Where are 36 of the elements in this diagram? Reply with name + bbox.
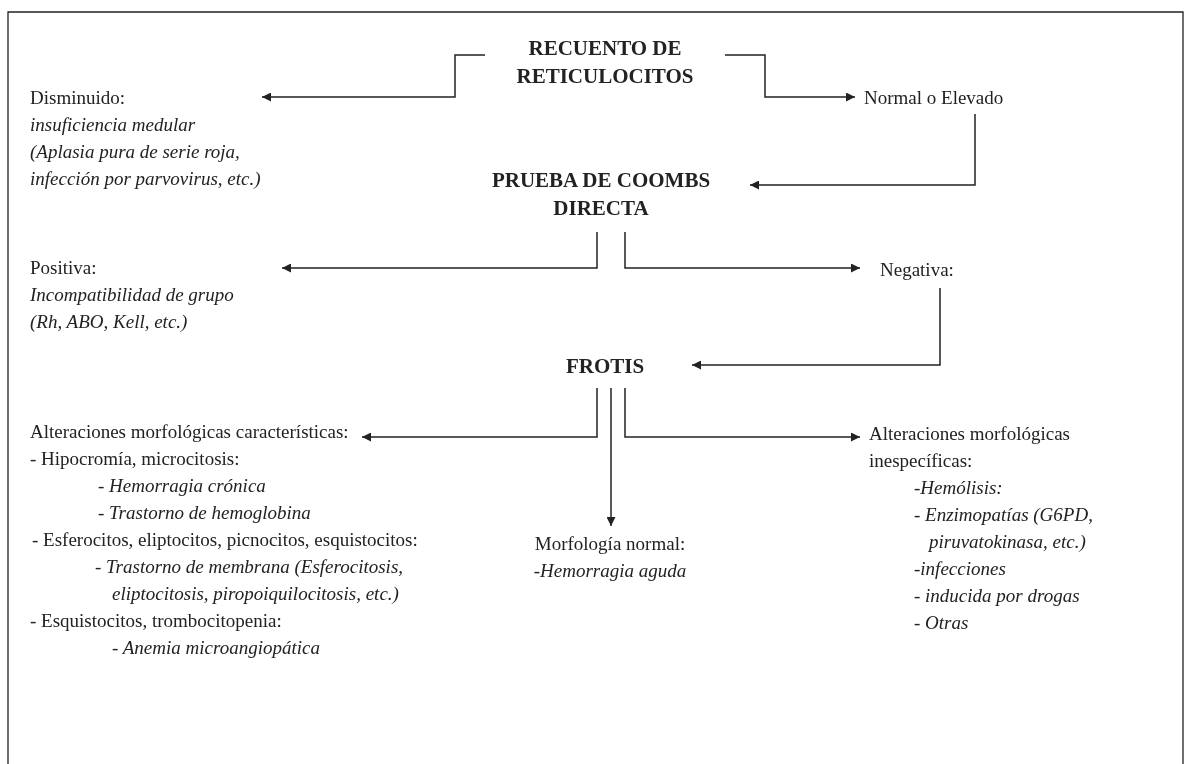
arrow bbox=[624, 231, 861, 273]
arrow bbox=[261, 54, 486, 102]
step-heading: RECUENTO DE RETICULOCITOS bbox=[485, 34, 725, 90]
result-detail: - Trastorno de hemoglobina bbox=[98, 501, 312, 525]
arrow bbox=[691, 287, 941, 370]
result-detail: (Aplasia pura de serie roja, infección por parvovirus, etc.) bbox=[30, 140, 262, 191]
result-detail: - Esferocitos, eliptocitos, picnocitos, esquistocitos: bbox=[32, 528, 419, 552]
result-detail: Incompatibilidad de grupo bbox=[30, 283, 235, 307]
arrow bbox=[624, 387, 861, 442]
arrow bbox=[724, 54, 856, 102]
result-detail: -infecciones bbox=[914, 557, 1007, 581]
result-heading: Alteraciones morfológicas inespecíficas: bbox=[869, 422, 1071, 473]
result-detail: - inducida por drogas bbox=[914, 584, 1081, 608]
result-heading: Morfología normal: bbox=[533, 532, 687, 556]
step-heading: PRUEBA DE COOMBS DIRECTA bbox=[470, 166, 732, 222]
result-detail: insuficiencia medular bbox=[30, 113, 197, 137]
result-text: Negativa: bbox=[880, 256, 980, 283]
result-detail: - Trastorno de membrana (Esferocitosis, eliptocitosis, piropoiquilocitosis, etc.) bbox=[95, 555, 405, 606]
step-heading: FROTIS bbox=[540, 352, 670, 380]
result-detail: - Otras bbox=[914, 611, 970, 635]
result-detail: (Rh, ABO, Kell, etc.) bbox=[30, 310, 189, 334]
arrow bbox=[281, 231, 598, 273]
result-detail: - Hipocromía, microcitosis: bbox=[30, 447, 241, 471]
result-text: Normal o Elevado bbox=[864, 84, 1054, 111]
result-detail: -Hemorragia aguda bbox=[532, 559, 688, 583]
arrow bbox=[361, 387, 598, 442]
result-detail: - Enzimopatías (G6PD, piruvatokinasa, etc.) bbox=[914, 503, 1094, 554]
arrow bbox=[606, 387, 616, 527]
result-detail: - Hemorragia crónica bbox=[98, 474, 267, 498]
result-heading: Alteraciones morfológicas características: bbox=[30, 420, 350, 444]
result-detail: - Anemia microangiopática bbox=[112, 636, 321, 660]
arrow bbox=[749, 113, 976, 190]
result-heading: Positiva: bbox=[30, 256, 98, 280]
result-heading: Disminuido: bbox=[30, 86, 126, 110]
result-detail: - Esquistocitos, trombocitopenia: bbox=[30, 609, 283, 633]
result-detail: -Hemólisis: bbox=[914, 476, 1004, 500]
